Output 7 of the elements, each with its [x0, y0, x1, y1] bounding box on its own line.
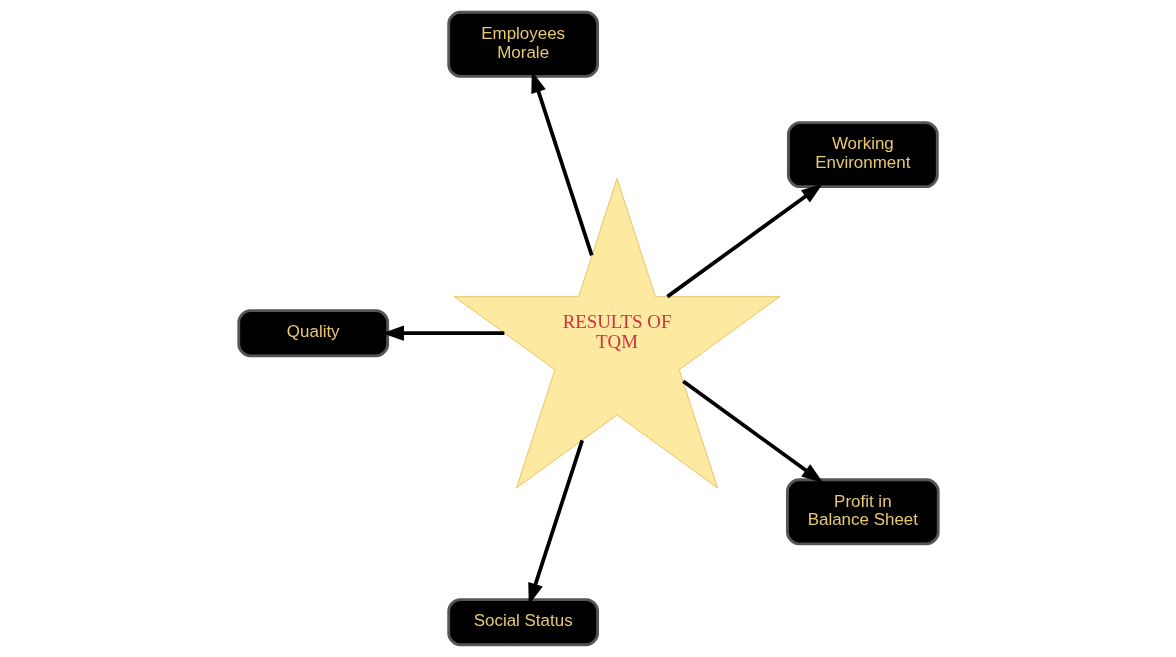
- arrow: [665, 183, 823, 299]
- node-box: Quality: [236, 309, 389, 358]
- arrow: [681, 379, 823, 484]
- node-box: Working Environment: [786, 121, 939, 189]
- node-box: Profit in Balance Sheet: [785, 478, 940, 546]
- node-box: Employees Morale: [446, 10, 599, 78]
- node-box: Social Status: [446, 598, 599, 647]
